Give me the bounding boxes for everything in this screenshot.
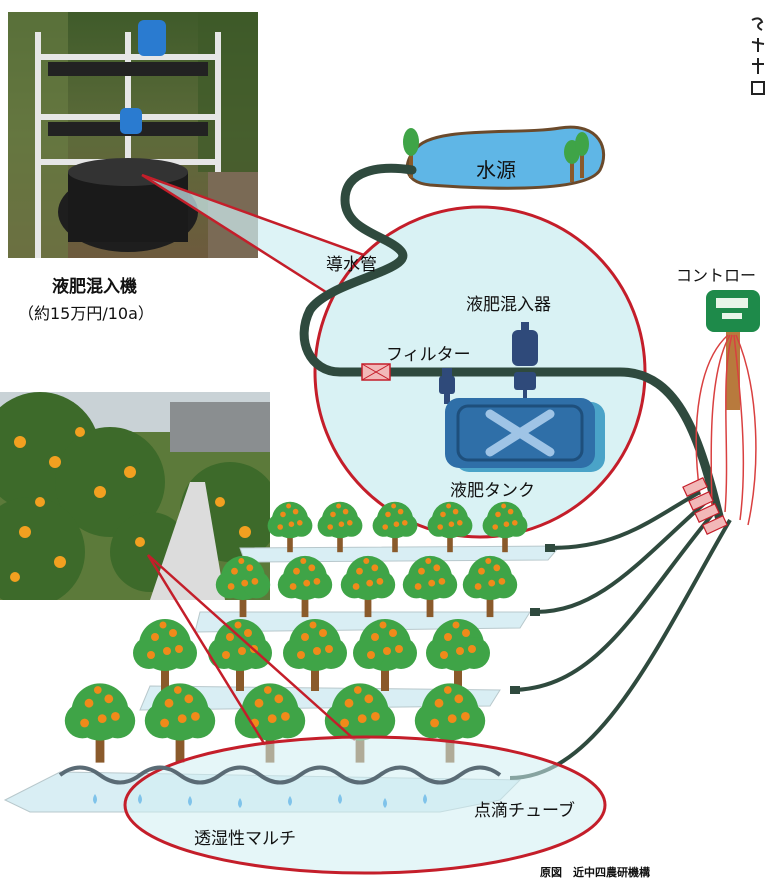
fertilizer-tank-icon [445, 398, 605, 472]
fertilizer-injector-label: 液肥混入器 [466, 295, 551, 315]
filter-icon [439, 368, 455, 404]
orchard-photo [0, 392, 270, 600]
mixer-machine-price: （約15万円/10a） [18, 304, 154, 323]
controller-cables [695, 334, 757, 526]
tree-row-3 [133, 619, 490, 691]
drip-tube-line [58, 765, 502, 785]
mulch-label: 透湿性マルチ [194, 829, 296, 849]
water-source-label: 水源 [476, 158, 516, 182]
mulch-highlight-ellipse [123, 735, 607, 875]
edge-vertical-glyphs [748, 14, 768, 104]
controller-label: コントロー [676, 266, 757, 285]
row-valves [682, 477, 728, 535]
fertilizer-tank-label: 液肥タンク [450, 481, 535, 501]
source-credit: 原図 近中四農研機構 [540, 866, 650, 879]
tree-row-2 [215, 555, 518, 618]
main-pipe [299, 163, 725, 525]
filter-label: フィルター [386, 345, 471, 365]
conduit-pipe-label: 導水管 [326, 255, 377, 275]
pond-trees [403, 128, 589, 182]
mixer-machine-title: 液肥混入機 [52, 277, 137, 297]
water-source-pond [405, 125, 606, 190]
drip-tube-label: 点滴チューブ [474, 801, 575, 821]
injector-icon [512, 322, 538, 402]
mixer-machine-photo [8, 12, 258, 258]
